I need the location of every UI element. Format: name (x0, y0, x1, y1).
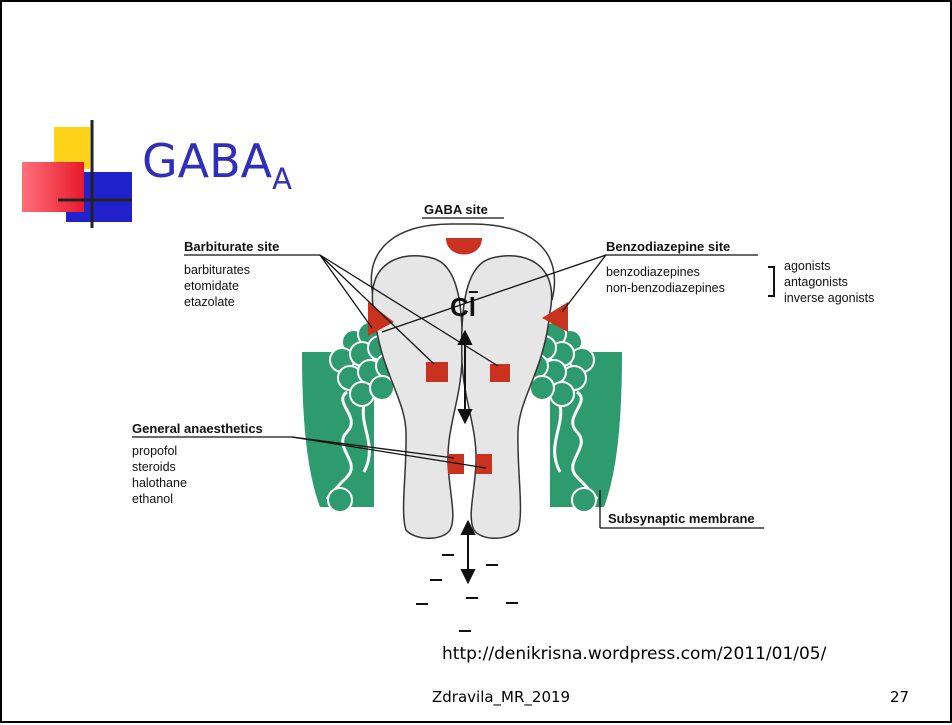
lipid-head-lower-right (572, 488, 596, 512)
benzodiazepine-bracket-icon (768, 267, 774, 296)
barbiturate-site-heading: Barbiturate site (184, 239, 279, 254)
benzodiazepine-effect: agonists (784, 259, 831, 273)
gaba-site-label: GABA site (424, 202, 488, 217)
ion-flow-arrow-lower (462, 522, 474, 582)
slide-footer: Zdravila_MR_2019 (432, 688, 570, 706)
barbiturate-binding-site-left (426, 362, 448, 382)
general-anaesthetics-heading: General anaesthetics (132, 421, 263, 436)
general-anaesthetic-binding-site (448, 454, 492, 474)
barbiturate-binding-site-right (490, 364, 510, 382)
lipid-head-lower-left (328, 488, 352, 512)
gaba-binding-site (446, 238, 482, 255)
general-anaesthetics-item: ethanol (132, 492, 173, 506)
general-anaesthetics-item: propofol (132, 444, 177, 458)
barbiturate-item: etazolate (184, 295, 235, 309)
benzodiazepine-site-heading: Benzodiazepine site (606, 239, 730, 254)
page-number: 27 (890, 688, 909, 706)
subsynaptic-membrane-label: Subsynaptic membrane (608, 511, 755, 526)
benzodiazepine-effect: antagonists (784, 275, 848, 289)
barbiturate-item: etomidate (184, 279, 239, 293)
benzodiazepine-item: non-benzodiazepines (606, 281, 725, 295)
general-anaesthetics-item: steroids (132, 460, 176, 474)
barbiturate-item: barbiturates (184, 263, 250, 277)
benzodiazepine-item: benzodiazepines (606, 265, 700, 279)
source-url: http://denikrisna.wordpress.com/2011/01/… (442, 644, 826, 664)
benzodiazepine-effect: inverse agonists (784, 291, 874, 305)
general-anaesthetics-item: halothane (132, 476, 187, 490)
